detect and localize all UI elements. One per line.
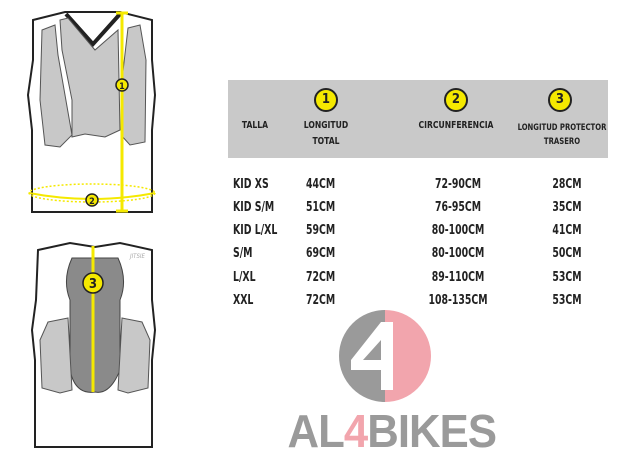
logo-number: 4 bbox=[343, 405, 368, 457]
al4bikes-logo-text: AL4BIKES bbox=[287, 404, 496, 458]
cell-protector-length: 35CM bbox=[552, 200, 582, 215]
header-talla: TALLA bbox=[241, 120, 269, 131]
front-vest: 1 2 bbox=[26, 11, 157, 213]
cell-size: KID XS bbox=[233, 177, 269, 192]
cell-circumference: 80-100CM bbox=[431, 223, 485, 238]
marker-3: 3 bbox=[89, 277, 97, 292]
header-label-line: TRASERO bbox=[543, 137, 581, 147]
header-number-3: 3 bbox=[548, 88, 572, 112]
table-row: XXL 72CM 108-135CM 53CM bbox=[0, 293, 640, 315]
cell-size: KID S/M bbox=[233, 200, 275, 215]
cell-circumference: 108-135CM bbox=[428, 293, 488, 308]
header-number-2: 2 bbox=[444, 88, 468, 112]
cell-protector-length: 53CM bbox=[552, 293, 582, 308]
table-row: S/M 69CM 80-100CM 50CM bbox=[0, 246, 640, 268]
cell-length: 72CM bbox=[306, 293, 336, 308]
cell-protector-length: 41CM bbox=[552, 223, 582, 238]
logo-prefix: AL bbox=[287, 405, 344, 457]
back-vest: 3 JITSIE bbox=[30, 241, 157, 448]
marker-2: 2 bbox=[89, 197, 95, 207]
table-row: KID S/M 51CM 76-95CM 35CM bbox=[0, 200, 640, 222]
cell-circumference: 76-95CM bbox=[434, 200, 482, 215]
marker-1: 1 bbox=[119, 82, 125, 92]
header-label-line: LONGITUD bbox=[303, 120, 349, 131]
cell-size: L/XL bbox=[233, 270, 256, 285]
table-header bbox=[228, 80, 608, 158]
cell-protector-length: 50CM bbox=[552, 246, 582, 261]
cell-circumference: 80-100CM bbox=[431, 246, 485, 261]
table-row: KID XS 44CM 72-90CM 28CM bbox=[0, 177, 640, 199]
table-row: L/XL 72CM 89-110CM 53CM bbox=[0, 270, 640, 292]
table-row: KID L/XL 59CM 80-100CM 41CM bbox=[0, 223, 640, 245]
cell-length: 59CM bbox=[306, 223, 336, 238]
cell-circumference: 89-110CM bbox=[431, 270, 485, 285]
cell-protector-length: 53CM bbox=[552, 270, 582, 285]
cell-length: 44CM bbox=[306, 177, 336, 192]
header-label-line: LONGITUD PROTECTOR bbox=[517, 123, 607, 133]
al4bikes-logo-mark bbox=[339, 310, 431, 402]
header-number-1: 1 bbox=[314, 88, 338, 112]
cell-length: 69CM bbox=[306, 246, 336, 261]
cell-length: 72CM bbox=[306, 270, 336, 285]
cell-length: 51CM bbox=[306, 200, 336, 215]
cell-protector-length: 28CM bbox=[552, 177, 582, 192]
cell-size: XXL bbox=[233, 293, 254, 308]
cell-circumference: 72-90CM bbox=[434, 177, 482, 192]
cell-size: S/M bbox=[233, 246, 253, 261]
brand-mark: JITSIE bbox=[129, 253, 145, 260]
header-longitud-total: LONGITUD TOTAL bbox=[292, 118, 360, 150]
header-circunferencia: CIRCUNFERENCIA bbox=[418, 120, 494, 131]
cell-size: KID L/XL bbox=[233, 223, 278, 238]
header-longitud-protector: LONGITUD PROTECTOR TRASERO bbox=[509, 121, 614, 149]
logo-suffix: BIKES bbox=[367, 405, 497, 457]
vest-diagrams: 1 2 3 JITSIE bbox=[26, 11, 157, 448]
header-label-line: TOTAL bbox=[312, 136, 340, 147]
